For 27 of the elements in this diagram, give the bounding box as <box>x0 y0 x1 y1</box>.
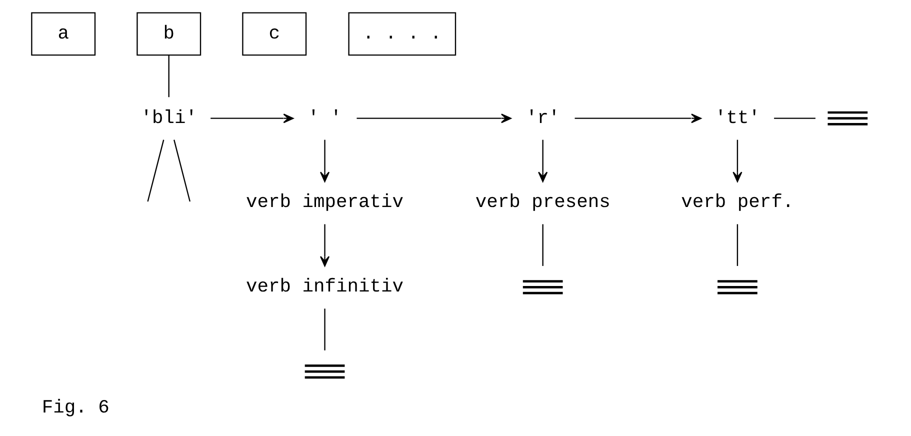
node-box: a <box>31 12 96 56</box>
arrow <box>210 114 294 124</box>
arrow <box>320 140 330 182</box>
node-text: 'bli' <box>140 106 197 129</box>
node-box: b <box>136 12 202 56</box>
node-text: verb presens <box>475 191 610 214</box>
node-text: 'tt' <box>714 106 760 129</box>
connector <box>736 224 738 266</box>
connector <box>774 118 816 119</box>
connector <box>147 140 164 202</box>
arrow <box>356 114 512 124</box>
node-text: verb infinitiv <box>246 276 404 298</box>
connector <box>542 224 544 266</box>
node-text: ' ' <box>308 106 342 129</box>
connector <box>168 55 170 98</box>
connector <box>174 140 190 202</box>
node-text: verb perf. <box>681 191 794 214</box>
node-box: c <box>242 12 307 56</box>
arrow <box>320 224 330 267</box>
node-text: verb imperativ <box>246 191 404 214</box>
node-box: . . . . <box>348 12 456 56</box>
arrow <box>538 140 548 182</box>
caption: Fig. 6 <box>42 396 110 418</box>
node-text: 'r' <box>526 106 560 129</box>
connector <box>324 308 326 350</box>
arrow <box>732 140 742 182</box>
arrow <box>574 114 702 124</box>
